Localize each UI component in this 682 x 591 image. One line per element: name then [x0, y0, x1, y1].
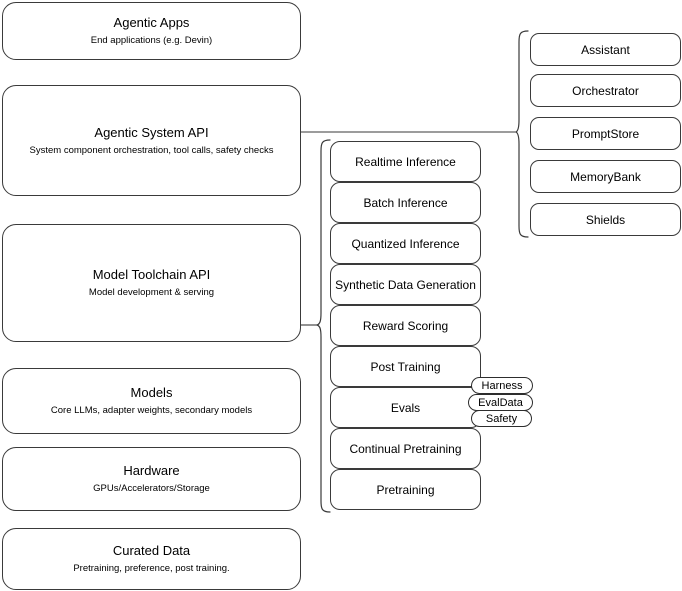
- layer-subtitle: Pretraining, preference, post training.: [73, 563, 230, 574]
- layer-title: Hardware: [123, 463, 180, 478]
- eval-pill-harness[interactable]: Harness: [471, 377, 533, 394]
- layer-box-model-toolchain-api[interactable]: Model Toolchain API Model development & …: [2, 224, 301, 342]
- component-box-shields[interactable]: Shields: [530, 203, 681, 236]
- layer-title: Model Toolchain API: [92, 267, 211, 282]
- layer-title: Agentic System API: [94, 124, 209, 140]
- component-box-orchestrator[interactable]: Orchestrator: [530, 74, 681, 107]
- capability-label: Realtime Inference: [355, 154, 456, 169]
- capability-label: Reward Scoring: [362, 318, 449, 333]
- capability-label: Evals: [390, 400, 421, 415]
- capability-box-reward-scoring[interactable]: Reward Scoring: [330, 305, 481, 346]
- capability-box-batch-inference[interactable]: Batch Inference: [330, 182, 481, 223]
- layer-title: Curated Data: [112, 543, 191, 558]
- component-label: MemoryBank: [570, 169, 641, 184]
- capability-label: Synthetic Data Generation: [335, 277, 476, 292]
- capability-box-realtime-inference[interactable]: Realtime Inference: [330, 141, 481, 182]
- capability-label: Pretraining: [376, 482, 435, 497]
- capability-label: Batch Inference: [363, 195, 448, 210]
- layer-subtitle: Core LLMs, adapter weights, secondary mo…: [50, 405, 253, 416]
- component-label: PromptStore: [571, 126, 640, 141]
- capability-box-quantized-inference[interactable]: Quantized Inference: [330, 223, 481, 264]
- component-box-memorybank[interactable]: MemoryBank: [530, 160, 681, 193]
- capability-box-post-training[interactable]: Post Training: [330, 346, 481, 387]
- layer-box-models[interactable]: Models Core LLMs, adapter weights, secon…: [2, 368, 301, 434]
- layer-title: Agentic Apps: [113, 15, 190, 30]
- layer-subtitle: End applications (e.g. Devin): [90, 35, 213, 46]
- eval-pill-evaldata[interactable]: EvalData: [468, 394, 533, 411]
- capability-box-synthetic-data-generation[interactable]: Synthetic Data Generation: [330, 264, 481, 305]
- layer-box-curated-data[interactable]: Curated Data Pretraining, preference, po…: [2, 528, 301, 590]
- capability-box-evals[interactable]: Evals: [330, 387, 481, 428]
- eval-pill-safety[interactable]: Safety: [471, 410, 532, 427]
- capability-label: Quantized Inference: [351, 236, 460, 251]
- capability-label: Continual Pretraining: [349, 441, 462, 456]
- layer-subtitle: Model development & serving: [88, 287, 215, 298]
- capability-box-pretraining[interactable]: Pretraining: [330, 469, 481, 510]
- capability-label: Post Training: [370, 359, 441, 374]
- layer-subtitle: System component orchestration, tool cal…: [29, 144, 274, 156]
- capability-box-continual-pretraining[interactable]: Continual Pretraining: [330, 428, 481, 469]
- component-label: Orchestrator: [572, 83, 639, 98]
- layer-box-agentic-apps[interactable]: Agentic Apps End applications (e.g. Devi…: [2, 2, 301, 60]
- layer-title: Models: [130, 385, 173, 400]
- component-label: Assistant: [581, 42, 630, 57]
- component-label: Shields: [585, 212, 626, 227]
- component-box-assistant[interactable]: Assistant: [530, 33, 681, 66]
- layer-subtitle: GPUs/Accelerators/Storage: [93, 483, 210, 494]
- layer-box-agentic-system-api[interactable]: Agentic System API System component orch…: [2, 85, 301, 196]
- layer-box-hardware[interactable]: Hardware GPUs/Accelerators/Storage: [2, 447, 301, 511]
- component-box-promptstore[interactable]: PromptStore: [530, 117, 681, 150]
